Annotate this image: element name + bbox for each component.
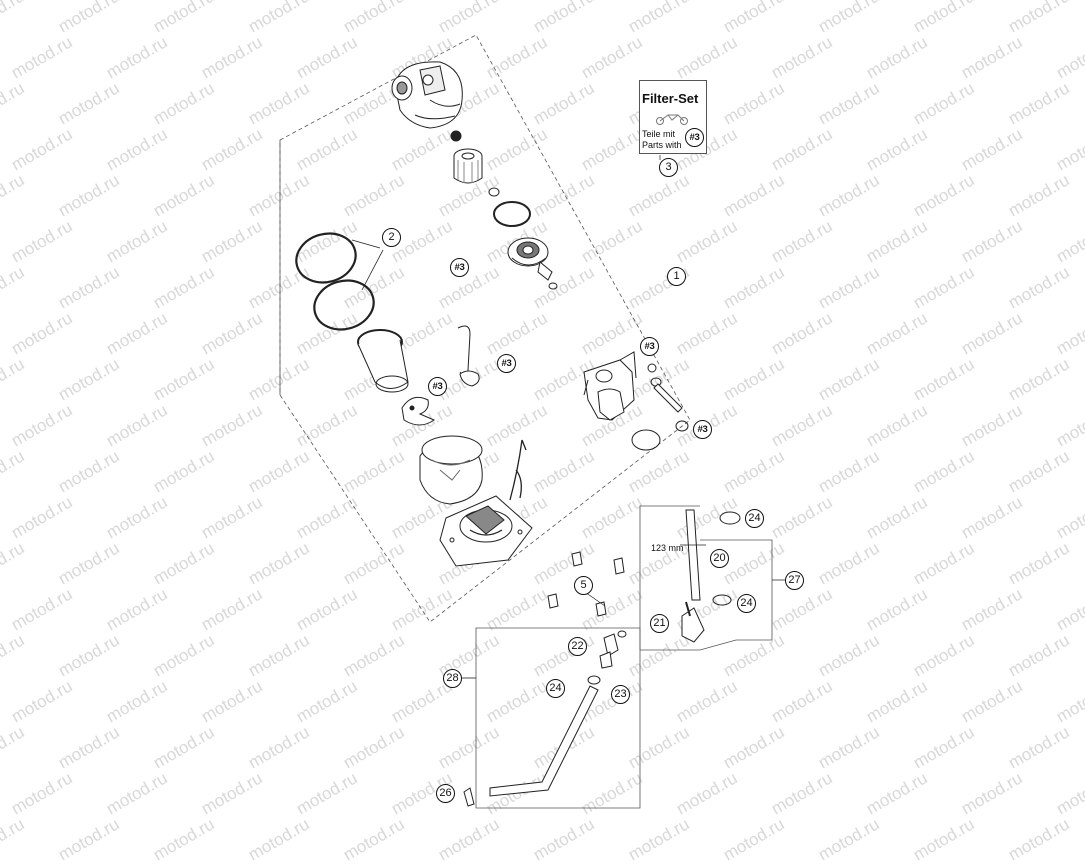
watermark-text: motod.ru (530, 814, 598, 865)
fuel-hose-part (686, 510, 700, 600)
watermark-text: motod.ru (340, 814, 408, 865)
watermark-text: motod.ru (720, 814, 788, 865)
watermark-text: motod.ru (55, 814, 123, 865)
callout-27: 27 (785, 571, 804, 590)
pressure-regulator-part (508, 238, 557, 289)
filter-set-line2: Parts with (642, 140, 682, 150)
quick-connector-part (682, 602, 704, 642)
pump-flange-part (440, 496, 532, 566)
filter-set-title: Filter-Set (642, 91, 698, 106)
callout-3: 3 (659, 158, 678, 177)
o-ring-medium (494, 202, 530, 226)
callout-24-b: 24 (737, 594, 756, 613)
wire-harness (510, 440, 526, 500)
callout-21: 21 (650, 614, 669, 633)
callout-hash-filterset: #3 (685, 128, 704, 147)
watermark-text: motod.ru (245, 814, 313, 865)
callout-hash-1: #3 (450, 258, 469, 277)
callout-hash-4: #3 (640, 337, 659, 356)
hose-group-28-frame (476, 628, 640, 808)
small-ring (489, 188, 499, 196)
filter-housing-part (358, 330, 408, 392)
callout-24-c: 24 (546, 679, 565, 698)
watermark-text: motod.ru (435, 814, 503, 865)
motorcycle-icon (654, 111, 690, 125)
watermark-text: motod.ru (150, 814, 218, 865)
watermark-text: motod.ru (815, 814, 883, 865)
callout-26: 26 (436, 784, 455, 803)
o-ring-small (451, 131, 461, 141)
watermark-text: motod.ru (0, 814, 28, 865)
filter-set-line1: Teile mit (642, 129, 675, 139)
fuel-pump-unit-part (584, 352, 636, 420)
watermark-text: motod.ru (910, 814, 978, 865)
callout-hash-5: #3 (693, 420, 712, 439)
tank-bowl-part (420, 436, 482, 504)
callout-1: 1 (667, 267, 686, 286)
hose-clamp-1 (720, 512, 740, 524)
o-ring-pump (632, 430, 660, 450)
retaining-ring-part (402, 397, 434, 425)
exploded-view-drawing (0, 0, 1085, 814)
pipe-fittings-part (588, 631, 626, 684)
callout-24-a: 24 (745, 509, 764, 528)
filter-cartridge-part (454, 149, 482, 183)
callout-5: 5 (574, 576, 593, 595)
callout-28: 28 (443, 669, 462, 688)
callout-20: 20 (710, 549, 729, 568)
bracket-clip-part (458, 326, 479, 386)
hose-length-label: 123 mm (651, 543, 684, 553)
callout-hash-3: #3 (428, 377, 447, 396)
callout-22: 22 (568, 637, 587, 656)
callout-2: 2 (382, 228, 401, 247)
callout-hash-2: #3 (497, 354, 516, 373)
watermark-text: motod.ru (1005, 814, 1073, 865)
hose-clamp-2 (713, 595, 731, 605)
fuel-pipe-part (490, 686, 598, 796)
small-ring-2 (648, 364, 656, 372)
callout-23: 23 (611, 685, 630, 704)
watermark-text: motod.ru (625, 814, 693, 865)
hose-clip-part (464, 788, 474, 806)
pump-head-part (392, 62, 462, 128)
